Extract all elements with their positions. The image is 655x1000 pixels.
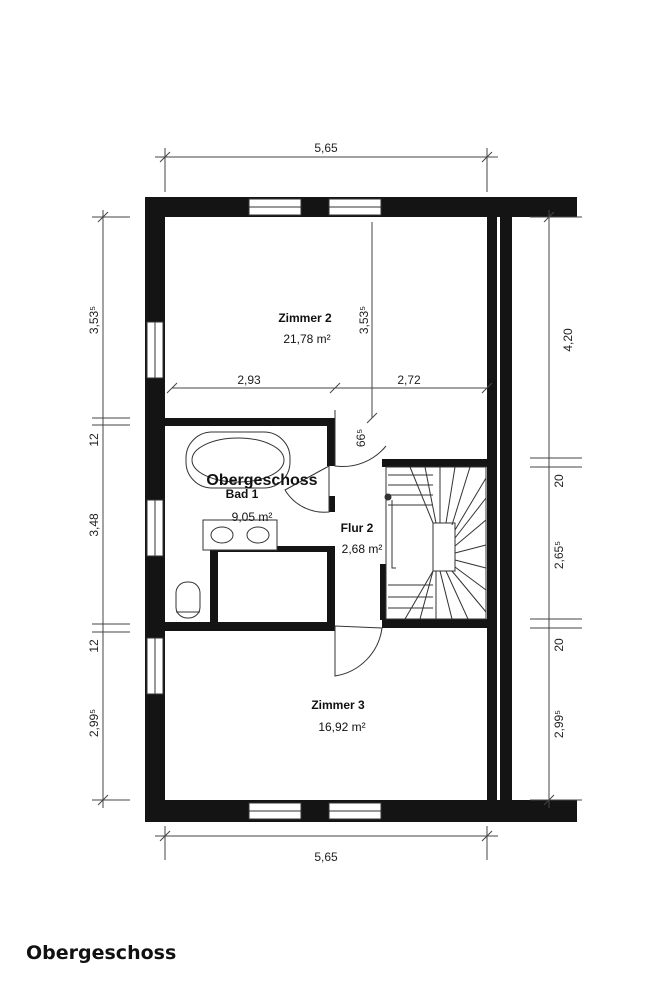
room-zimmer3-name: Zimmer 3	[311, 698, 365, 712]
room-flur2-name: Flur 2	[341, 521, 374, 535]
dim-inner-right: 2,72	[397, 373, 421, 387]
room-bad1-area: 9,05 m²	[232, 510, 273, 524]
dim-top-width: 5,65	[314, 141, 338, 155]
staircase-icon	[384, 466, 487, 620]
floor-plan-caption: Obergeschoss	[26, 942, 177, 964]
dimension-labels: 5,65 5,65 3,53⁵ 12 3,48 12 2,99⁵ 3,53⁵ 2…	[87, 141, 575, 864]
dim-left-1: 3,53⁵	[87, 306, 101, 334]
toilet-icon	[175, 581, 201, 619]
dim-left-5: 2,99⁵	[87, 709, 101, 737]
room-labels: Zimmer 2 21,78 m² Obergeschoss Bad 1 9,0…	[206, 311, 382, 734]
room-zimmer2-area: 21,78 m²	[283, 332, 330, 346]
guide-lines	[172, 222, 487, 418]
room-bad1-name: Bad 1	[226, 487, 259, 501]
dim-inner-height: 3,53⁵	[357, 306, 371, 334]
room-zimmer2-name: Zimmer 2	[278, 311, 332, 325]
dim-bottom-width: 5,65	[314, 850, 338, 864]
room-zimmer3-area: 16,92 m²	[318, 720, 365, 734]
dim-right-1: 4,20	[561, 328, 575, 352]
windows	[146, 198, 382, 820]
overlay-label: Obergeschoss	[206, 472, 317, 489]
double-sink-icon	[202, 519, 278, 551]
dim-left-2: 12	[87, 433, 101, 447]
door-zimmer3-swing	[334, 625, 383, 677]
dim-left-4: 12	[87, 639, 101, 653]
dim-right-2: 20	[552, 474, 566, 488]
dim-door-width: 66⁵	[354, 429, 368, 447]
room-flur2-area: 2,68 m²	[342, 542, 383, 556]
doors	[284, 410, 387, 677]
dim-right-4: 20	[552, 638, 566, 652]
dim-right-3: 2,65⁵	[552, 541, 566, 569]
dim-inner-left: 2,93	[237, 373, 261, 387]
dim-left-3: 3,48	[87, 513, 101, 537]
dim-right-5: 2,99⁵	[552, 710, 566, 738]
door-bad-swing	[284, 465, 330, 513]
dimension-lines	[92, 148, 582, 860]
bathtub-icon	[185, 431, 291, 489]
door-zimmer2-swing	[334, 410, 387, 467]
